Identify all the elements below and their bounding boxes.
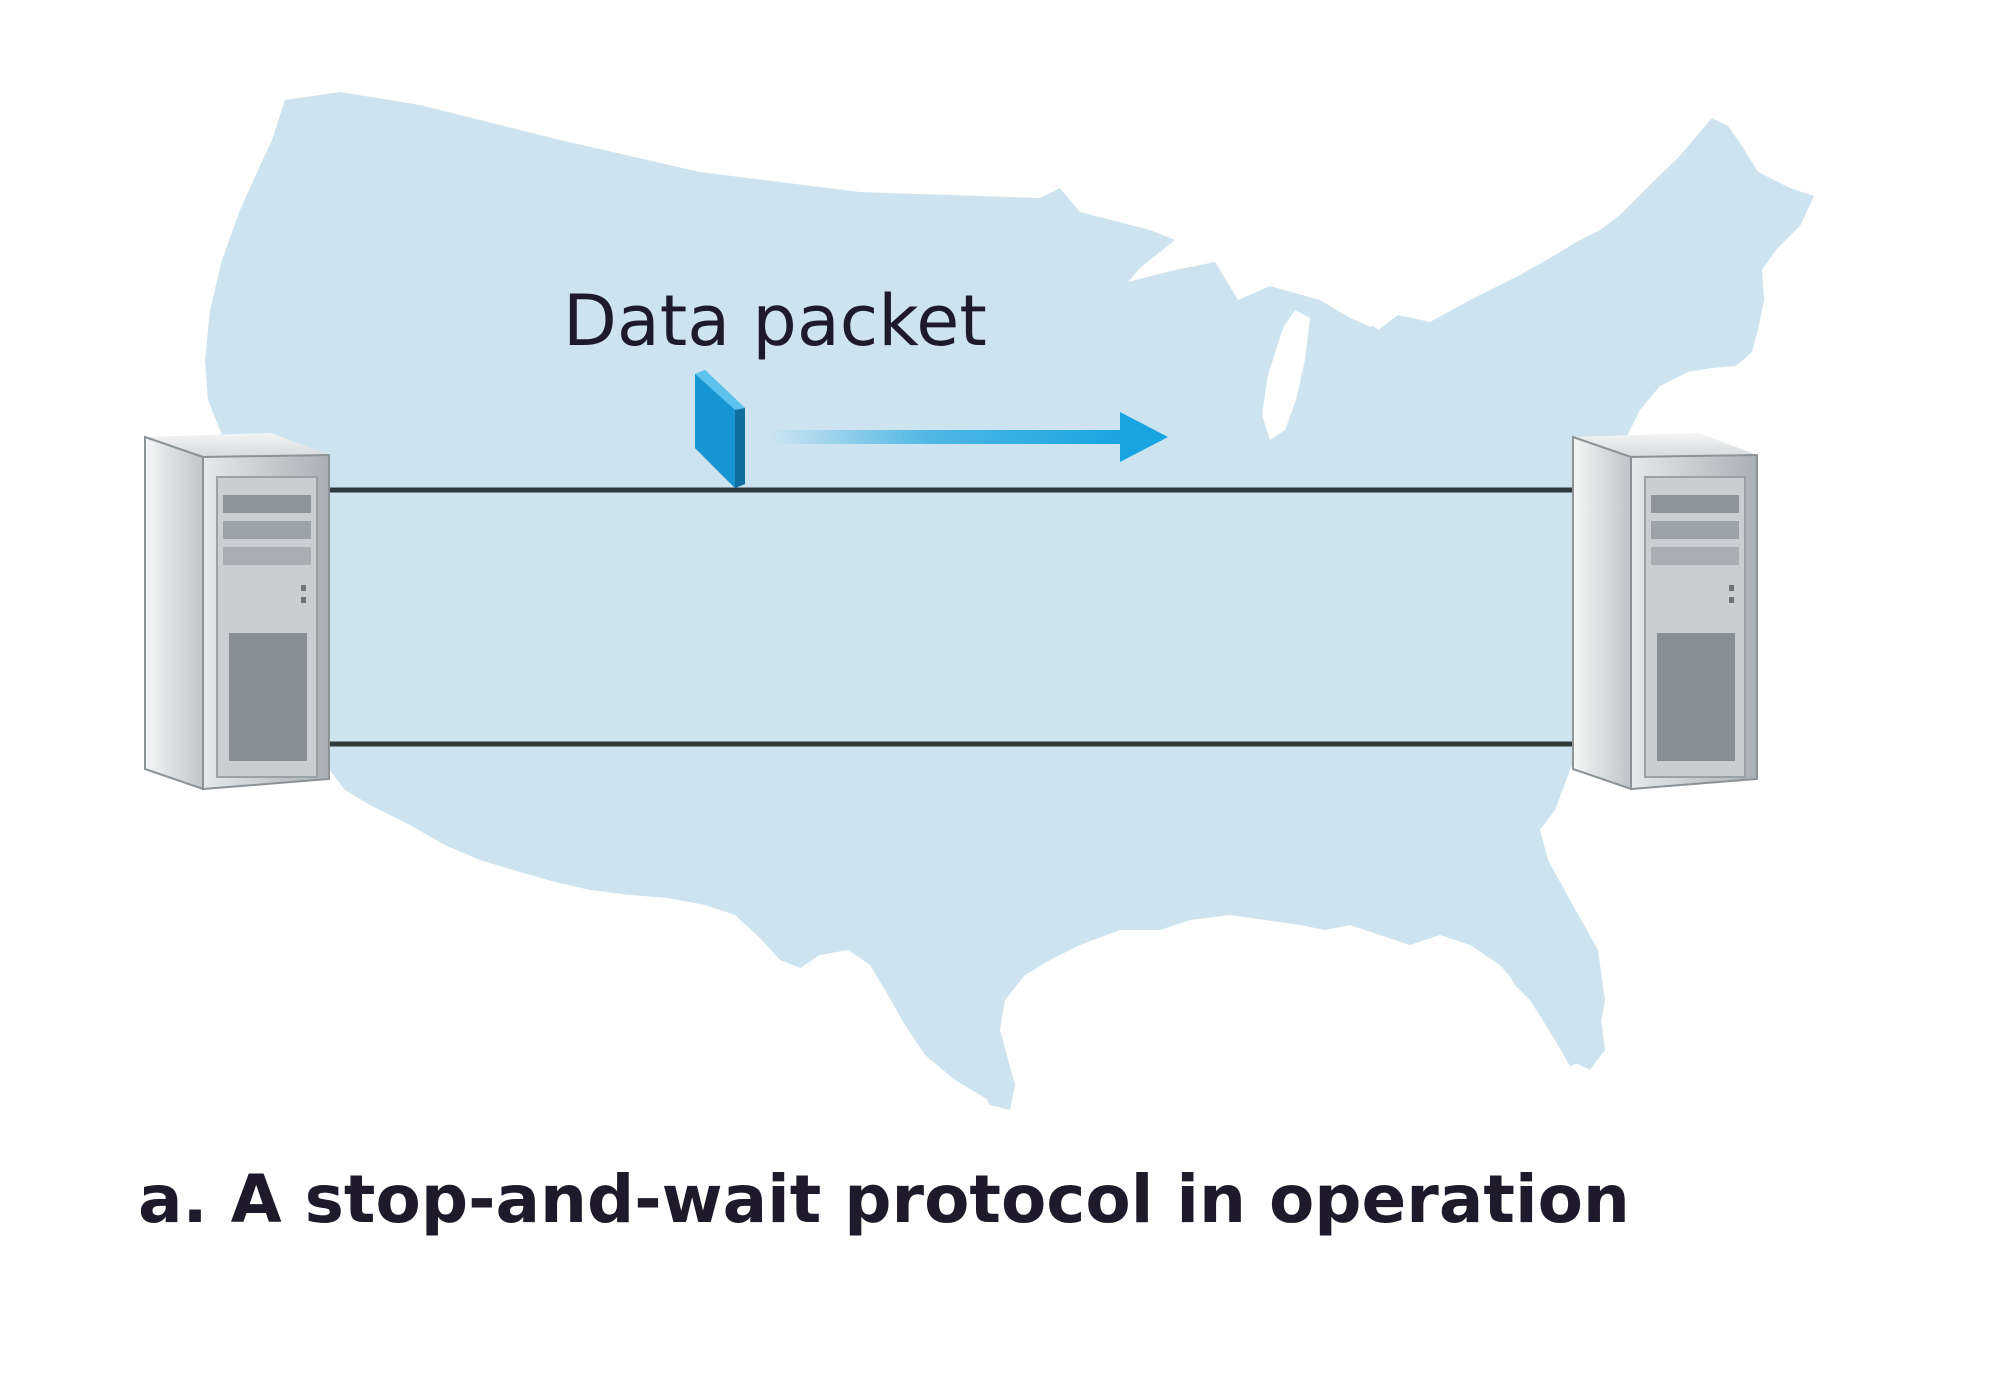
data-packet-icon <box>695 370 745 488</box>
receiver-server-icon <box>1572 432 1758 790</box>
link <box>320 487 1592 747</box>
figure-caption: a. A stop-and-wait protocol in operation <box>138 1161 1630 1238</box>
data-packet-label: Data packet <box>563 280 987 362</box>
arrow-right-icon <box>770 412 1168 462</box>
sender-server-icon <box>144 432 330 790</box>
